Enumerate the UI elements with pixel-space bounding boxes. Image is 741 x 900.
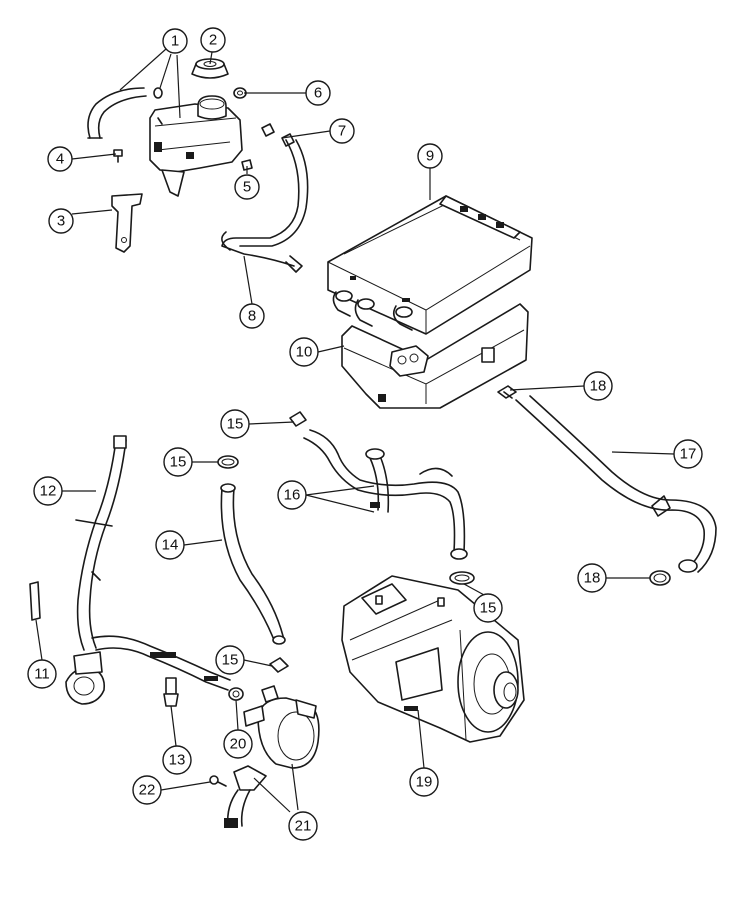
callout-15-c: 15	[215, 645, 245, 675]
callout-4: 4	[47, 146, 73, 172]
clamp-15-b	[217, 455, 239, 469]
svg-text:22: 22	[139, 782, 156, 799]
coolant-hoses-16	[303, 429, 468, 560]
svg-text:15: 15	[480, 600, 497, 617]
water-pump	[243, 685, 320, 769]
svg-text:11: 11	[34, 666, 50, 683]
svg-text:6: 6	[314, 85, 322, 102]
svg-text:3: 3	[57, 213, 65, 230]
callout-1: 1	[162, 28, 188, 54]
clamp-7	[261, 123, 295, 147]
callout-20: 20	[223, 729, 253, 759]
svg-text:19: 19	[416, 774, 433, 791]
clamp-20	[228, 687, 244, 701]
coolant-reservoir	[149, 95, 243, 197]
callout-19: 19	[409, 767, 439, 797]
clamp-18-bottom	[649, 570, 671, 586]
svg-text:18: 18	[590, 378, 607, 395]
coolant-hose-14	[220, 483, 286, 645]
vent-hose	[87, 87, 163, 139]
bolt-22	[209, 775, 227, 787]
callout-2: 2	[200, 27, 226, 53]
callout-15-d: 15	[473, 593, 503, 623]
bolt-4	[113, 149, 123, 163]
callout-18-a: 18	[583, 371, 613, 401]
svg-text:2: 2	[209, 32, 217, 49]
svg-text:4: 4	[56, 151, 64, 168]
converter-module	[341, 303, 529, 409]
clamp-15-c	[269, 657, 289, 673]
callout-16: 16	[277, 480, 307, 510]
svg-text:16: 16	[284, 487, 301, 504]
svg-text:21: 21	[295, 818, 312, 835]
svg-text:5: 5	[243, 179, 251, 196]
callouts: 1 2 3 4 5 6 7 8 9 10 11 12 13 14 15 15 1…	[27, 27, 703, 841]
coolant-hose-17	[515, 395, 717, 573]
svg-text:1: 1	[171, 33, 179, 50]
callout-9: 9	[417, 143, 443, 169]
coolant-hose-8	[221, 139, 309, 273]
svg-text:14: 14	[162, 537, 179, 554]
svg-text:20: 20	[230, 736, 247, 753]
clamp-15-a	[289, 411, 307, 427]
coolant-hose-12	[65, 435, 231, 705]
callout-12: 12	[33, 476, 63, 506]
svg-text:12: 12	[40, 483, 57, 500]
leader-lines	[35, 48, 675, 813]
inverter-module	[327, 195, 533, 335]
callout-13: 13	[162, 745, 192, 775]
svg-text:15: 15	[222, 652, 239, 669]
callout-7: 7	[329, 118, 355, 144]
svg-text:13: 13	[169, 752, 186, 769]
callout-14: 14	[155, 530, 185, 560]
svg-text:7: 7	[338, 123, 346, 140]
svg-text:10: 10	[296, 344, 313, 361]
clamp-15-d	[449, 571, 475, 585]
callout-17: 17	[673, 439, 703, 469]
clamp-18-top	[497, 385, 517, 399]
callout-6: 6	[305, 80, 331, 106]
svg-text:15: 15	[170, 454, 187, 471]
callout-11: 11	[27, 659, 57, 689]
pump-bracket	[224, 765, 267, 828]
svg-text:17: 17	[680, 446, 697, 463]
callout-5: 5	[234, 174, 260, 200]
callout-15-a: 15	[220, 409, 250, 439]
strap-11	[29, 581, 41, 621]
nut-5	[241, 159, 253, 171]
fitting-13	[163, 677, 179, 707]
callout-22: 22	[132, 775, 162, 805]
svg-text:15: 15	[227, 416, 244, 433]
callout-10: 10	[289, 337, 319, 367]
svg-text:9: 9	[426, 148, 434, 165]
svg-text:18: 18	[584, 570, 601, 587]
svg-text:8: 8	[248, 308, 256, 325]
callout-15-b: 15	[163, 447, 193, 477]
reservoir-bracket	[111, 193, 143, 253]
callout-3: 3	[48, 208, 74, 234]
callout-8: 8	[239, 303, 265, 329]
callout-21: 21	[288, 811, 318, 841]
callout-18-b: 18	[577, 563, 607, 593]
